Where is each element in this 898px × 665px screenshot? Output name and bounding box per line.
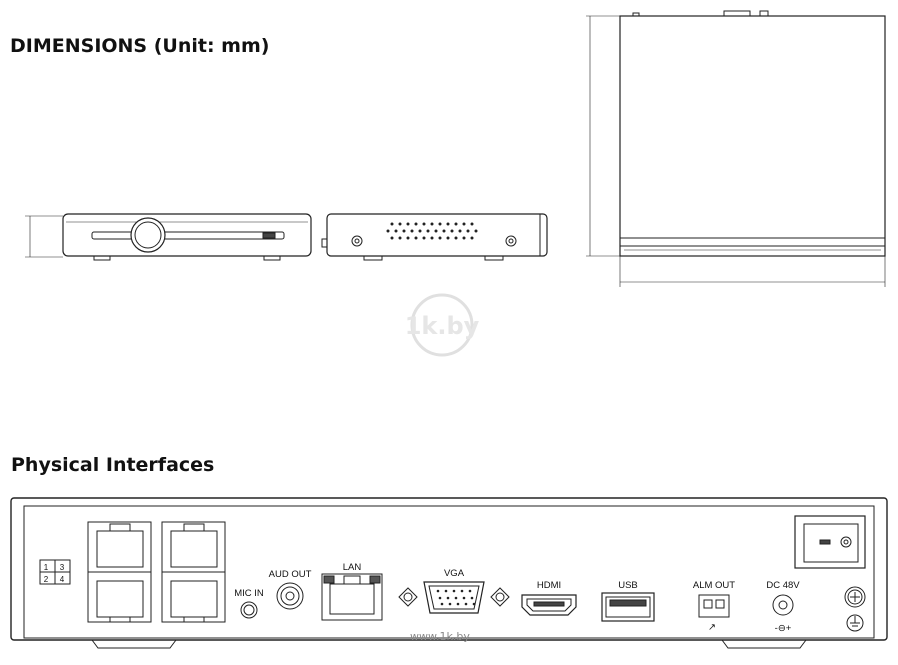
dc-48v-label: DC 48V [766,580,800,591]
dc-polarity-symbol: -⊖+ [775,623,792,634]
mic-in-label: MIC IN [234,588,264,599]
top-view-drawing [586,10,886,287]
terminal-number-3: 3 [60,563,65,572]
watermark-logo-ring [410,293,474,357]
hdmi-label: HDMI [537,580,561,591]
poe-port-group-1 [87,521,152,623]
side-view-drawing [321,213,548,261]
poe-port-group-2 [161,521,226,623]
mic-in-jack [240,601,258,619]
usb-port [601,592,655,622]
power-switch [794,515,866,569]
usb-label: USB [618,580,638,591]
ground-screw [844,586,866,608]
lan-port [321,573,383,621]
terminal-number-4: 4 [60,575,65,584]
vga-pins [436,589,476,606]
terminal-number-2: 2 [44,575,49,584]
alm-out-label: ALM OUT [693,580,735,591]
vga-port [398,581,510,614]
dc-power-jack [772,594,794,616]
terminal-block [39,559,71,585]
lan-label: LAN [343,562,362,573]
alarm-relay-symbol: ↗ [708,622,716,633]
aud-out-jack [276,582,304,610]
hdmi-port [521,594,577,616]
physical-interfaces-title: Physical Interfaces [11,454,215,476]
aud-out-label: AUD OUT [269,569,312,580]
alm-out-connector [698,594,730,618]
vga-label: VGA [444,568,465,579]
watermark-url: www.1k.by [410,630,470,643]
ground-symbol [846,614,864,632]
watermark-logo-text: 1k.by [405,312,480,340]
dimensions-title: DIMENSIONS (Unit: mm) [10,35,270,57]
front-view-drawing [25,213,312,261]
rear-panel-drawing [10,497,888,649]
side-vent-holes [386,222,478,240]
terminal-number-1: 1 [44,563,49,572]
